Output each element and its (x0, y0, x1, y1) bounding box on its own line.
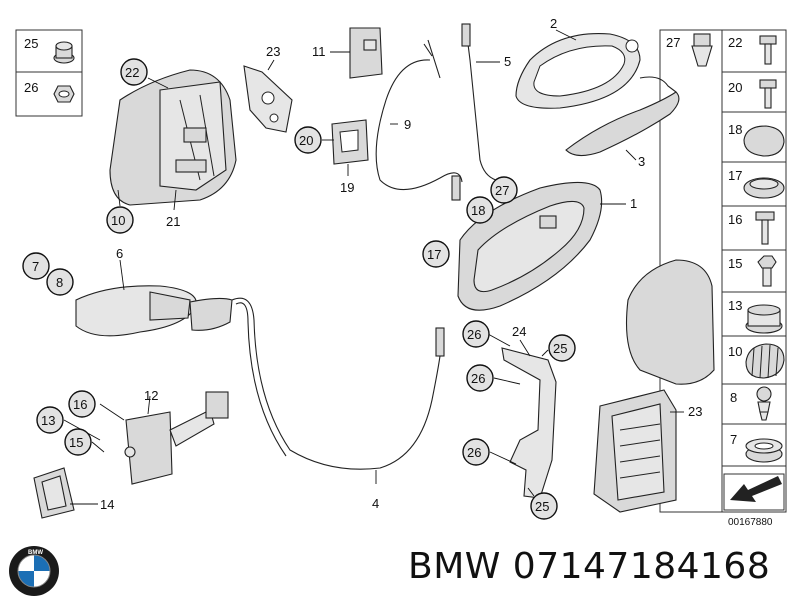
bowden-cable-lower (231, 297, 445, 470)
callout-14: 14 (100, 497, 114, 512)
callout-17-circle (422, 240, 450, 268)
outer-door-handle (565, 76, 680, 157)
mounting-bracket (243, 65, 293, 133)
panel-label-17: 17 (728, 168, 742, 183)
callout-23-upper: 23 (266, 44, 280, 59)
door-check-seal (33, 467, 75, 519)
bolt-icon (755, 211, 775, 245)
callout-22-circle (120, 58, 148, 86)
callout-4: 4 (372, 496, 379, 511)
callout-11: 11 (312, 44, 326, 59)
callout-16: 16 (73, 397, 87, 412)
screw-icon (756, 386, 772, 421)
callout-10: 10 (111, 213, 125, 228)
panel-label-18: 18 (728, 122, 742, 137)
callout-25-upper-circle (548, 334, 576, 362)
callout-13: 13 (41, 413, 55, 428)
callout-18-circle (466, 196, 494, 224)
inner-door-lever (75, 285, 233, 337)
interior-handle-housing (457, 181, 603, 311)
direction-arrow-icon (723, 473, 785, 511)
callout-7: 7 (32, 259, 39, 274)
callout-27: 27 (495, 183, 509, 198)
callout-8: 8 (56, 275, 63, 290)
panel-label-7: 7 (730, 432, 737, 447)
callout-8-circle (46, 268, 74, 296)
striker-cover (349, 27, 383, 79)
callout-26-upper-circle (462, 320, 490, 348)
callout-7-circle (22, 252, 50, 280)
panel-label-8: 8 (730, 390, 737, 405)
callout-2: 2 (550, 16, 557, 31)
plug-icon (745, 438, 783, 463)
callout-20-circle (294, 126, 322, 154)
callout-16-circle (68, 390, 96, 418)
callout-15: 15 (69, 435, 83, 450)
nut-flanged-icon (53, 41, 75, 64)
logo-text: BMW (28, 550, 43, 556)
leader-lines (63, 29, 684, 505)
callout-26-middle-circle (466, 364, 494, 392)
callout-18: 18 (471, 203, 485, 218)
callout-25-upper: 25 (553, 341, 567, 356)
callout-20: 20 (299, 133, 313, 148)
panel-label-26: 26 (24, 80, 38, 95)
callout-25-lower-circle (530, 492, 558, 520)
callouts: 22 10 21 23 11 20 19 9 5 2 3 1 27 18 17 … (22, 16, 702, 520)
left-parts-panel: 25 26 (15, 29, 83, 117)
bellows-icon (745, 343, 785, 379)
clip-icon (691, 33, 713, 67)
lock-module-housing (109, 69, 237, 206)
door-striker (331, 119, 369, 165)
diagram-reference-code: 00167880 (728, 517, 773, 528)
callout-1: 1 (630, 196, 637, 211)
panel-label-25: 25 (24, 36, 38, 51)
panel-label-10: 10 (728, 344, 742, 359)
panel-label-13: 13 (728, 298, 742, 313)
panel-label-27: 27 (666, 35, 680, 50)
callout-25-lower: 25 (535, 499, 549, 514)
panel-label-22: 22 (728, 35, 742, 50)
grommet-round-icon (743, 177, 785, 199)
callout-26-middle: 26 (471, 371, 485, 386)
callout-17: 17 (427, 247, 441, 262)
bmw-roundel-icon: BMW (9, 546, 59, 596)
bolt-icon (759, 35, 777, 65)
part-number-title: BMW 07147184168 (408, 546, 771, 587)
callout-24: 24 (512, 324, 526, 339)
callout-19: 19 (340, 180, 354, 195)
callout-26-lower-circle (462, 438, 490, 466)
callout-23-lower: 23 (688, 404, 702, 419)
cap-icon (745, 304, 783, 334)
lock-carrier-bracket (501, 347, 557, 499)
callout-5: 5 (504, 54, 511, 69)
bowden-cable-upper (375, 39, 463, 201)
callout-3: 3 (638, 154, 645, 169)
callout-26-lower: 26 (467, 445, 481, 460)
callout-27-circle (490, 176, 518, 204)
callout-15-circle (64, 428, 92, 456)
callout-26-upper: 26 (467, 327, 481, 342)
actuating-rod (461, 23, 497, 181)
panel-label-16: 16 (728, 212, 742, 227)
hex-nut-icon (53, 85, 75, 103)
handle-carrier (515, 32, 641, 109)
callout-6: 6 (116, 246, 123, 261)
callout-21: 21 (166, 214, 180, 229)
door-lock-actuator (593, 259, 715, 513)
bolt-icon (759, 79, 777, 109)
callout-13-circle (36, 406, 64, 434)
callout-12: 12 (144, 388, 158, 403)
grommet-icon (743, 125, 785, 157)
panel-label-15: 15 (728, 256, 742, 271)
callout-22: 22 (125, 65, 139, 80)
panel-label-20: 20 (728, 80, 742, 95)
callout-10-circle (106, 206, 134, 234)
hex-bolt-icon (757, 255, 777, 287)
callout-9: 9 (404, 117, 411, 132)
door-check-strap (124, 391, 229, 485)
